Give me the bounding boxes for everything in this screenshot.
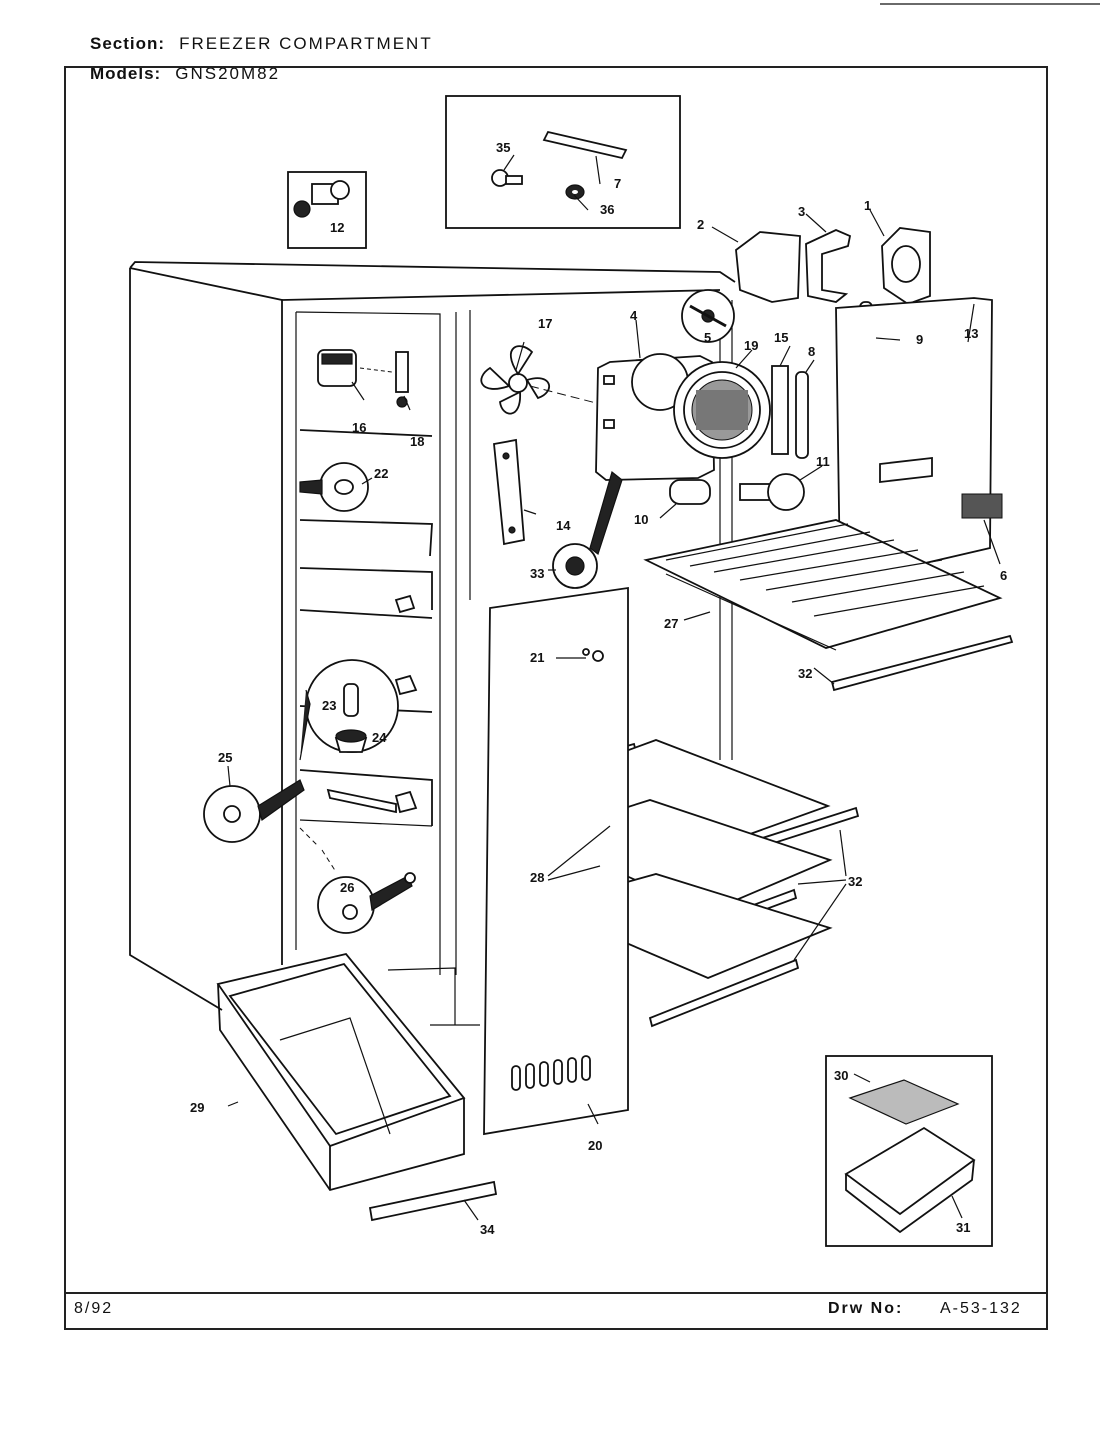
callout-6: 6 [1000,568,1007,583]
callout-5: 5 [704,330,711,345]
parts-35-7-36-inset [445,95,681,229]
callout-9: 9 [916,332,923,347]
callout-21: 21 [530,650,544,665]
models-value: GNS20M82 [175,64,281,83]
callout-29: 29 [190,1100,204,1115]
leader-lines [227,154,1001,1221]
door-hardware [326,594,418,814]
footer-drawing-number: A-53-132 [940,1300,1022,1317]
callout-33: 33 [530,566,544,581]
parts-16-18 [317,349,409,408]
callout-2: 2 [697,217,704,232]
callout-3: 3 [798,204,805,219]
footer-date: 8/92 [74,1300,114,1317]
section-heading: Section: FREEZER COMPARTMENT [90,34,433,54]
callout-7: 7 [614,176,621,191]
callout-36: 36 [600,202,614,217]
callout-35: 35 [496,140,510,155]
vent-slots [511,1055,591,1091]
part-12-inset [287,171,367,249]
callout-11: 11 [816,454,830,469]
callout-28: 28 [530,870,544,885]
diagram-frame [64,66,1048,1330]
part-14-bracket [493,438,525,546]
models-label: Models: [90,64,162,83]
callout-13: 13 [964,326,978,341]
callout-26: 26 [340,880,354,895]
footer-divider [64,1292,1048,1294]
callout-19: 19 [744,338,758,353]
callout-32-upper: 32 [798,666,812,681]
callout-32-lower: 32 [848,874,862,889]
callout-4: 4 [630,308,638,323]
detail-bubbles [203,462,416,934]
callout-18: 18 [410,434,424,449]
parts-1-2-3 [735,227,931,306]
callout-12: 12 [330,220,344,235]
part-27-wire-shelf [643,519,1003,651]
part-20-back-panel [483,586,629,1136]
part-29-bin [216,952,466,1192]
part-17-fan [480,345,601,415]
callout-10: 10 [634,512,648,527]
callout-labels: 1 2 3 4 5 6 7 8 9 10 11 12 13 14 15 16 1… [190,140,1007,1237]
section-label: Section: [90,34,166,53]
callout-17: 17 [538,316,552,331]
callout-22: 22 [374,466,388,481]
callout-25: 25 [218,750,232,765]
callout-23: 23 [322,698,336,713]
callout-20: 20 [588,1138,602,1153]
footer-drawing-label: Drw No: [828,1300,904,1317]
callout-16: 16 [352,420,366,435]
callout-30: 30 [834,1068,848,1083]
callout-15: 15 [774,330,788,345]
callout-1: 1 [864,198,871,213]
callout-27: 27 [664,616,678,631]
part-33-grommet [552,470,623,589]
callout-14: 14 [556,518,571,533]
parts-30-31-inset [825,1055,993,1247]
part-19-fan-shroud [673,361,771,459]
part-34-strip [368,1180,498,1222]
section-value: FREEZER COMPARTMENT [179,34,433,53]
callout-31: 31 [956,1220,970,1235]
callout-24: 24 [372,730,387,745]
part-13-cover [835,297,1003,581]
parts-10-11-light [669,473,805,511]
part-5-motor [681,289,735,343]
models-heading: Models: GNS20M82 [90,64,280,84]
callout-34: 34 [480,1222,495,1237]
callout-8: 8 [808,344,815,359]
